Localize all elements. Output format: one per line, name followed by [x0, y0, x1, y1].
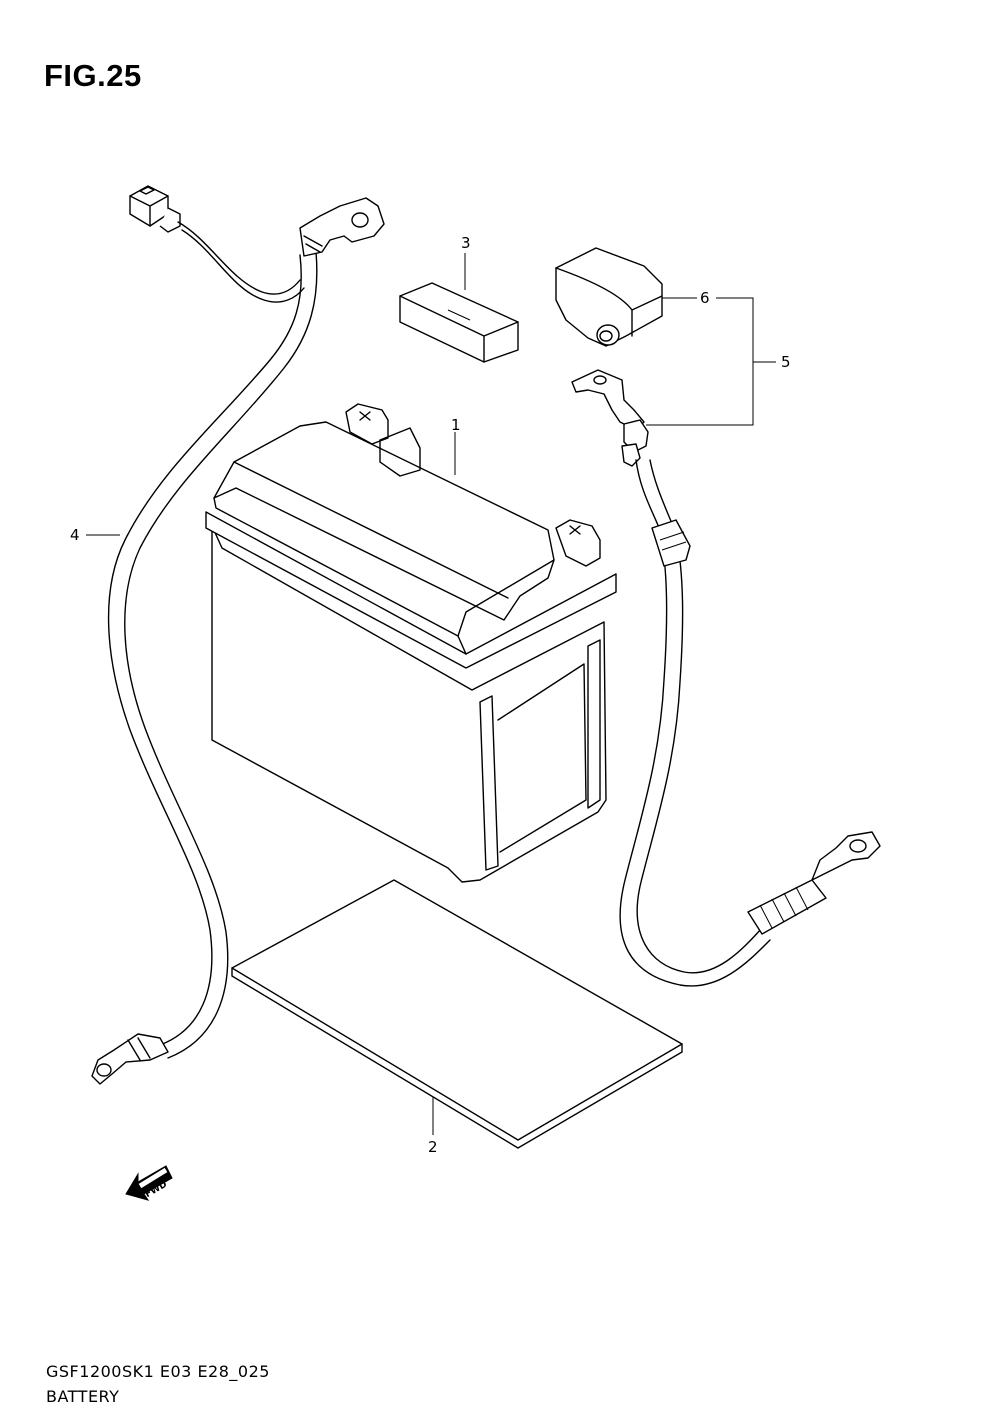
part-6-terminal-cover: [555, 247, 663, 347]
callout-3: 3: [461, 234, 471, 252]
callout-5: 5: [781, 353, 791, 371]
diagram-name: BATTERY: [46, 1387, 120, 1406]
part-2-battery-pad: [231, 879, 683, 1149]
part-5-battery-cable: [571, 369, 881, 987]
diagram-code: GSF1200SK1 E03 E28_025: [46, 1362, 270, 1381]
callout-4: 4: [70, 526, 80, 544]
callout-2: 2: [428, 1138, 438, 1156]
callout-1: 1: [451, 416, 461, 434]
part-3-pad: [399, 282, 519, 363]
fwd-arrow-icon: FWD: [125, 1165, 173, 1201]
callout-6: 6: [700, 289, 710, 307]
part-1-battery: [205, 403, 617, 883]
callout-leaders: [86, 253, 776, 1135]
part-4-wire-harness: [91, 185, 385, 1085]
callout-labels: 1 2 3 4 5 6: [70, 234, 791, 1156]
figure-title: FIG.25: [44, 58, 142, 93]
